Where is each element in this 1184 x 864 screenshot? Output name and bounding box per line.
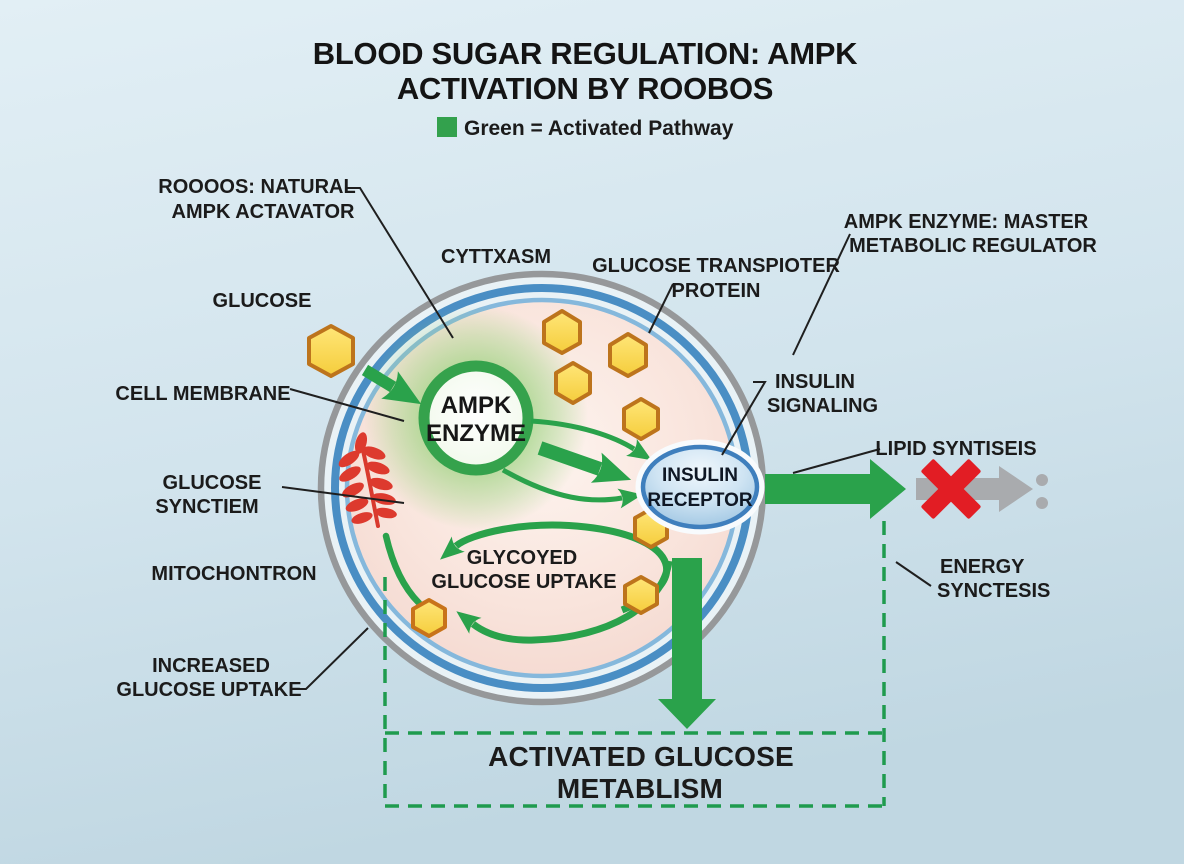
callout-cytoplasm: CYTTXASM <box>441 246 551 268</box>
activated-metabolism-dashed-box <box>383 521 886 808</box>
callout-insulin-signaling-line2: SIGNALING <box>767 395 878 417</box>
callout-glucose: GLUCOSE <box>213 290 312 312</box>
leader-ampk-master <box>792 233 851 356</box>
ampk-enzyme-node <box>418 360 534 476</box>
glucose-molecule-icon <box>542 309 582 355</box>
callout-energy-synthesis-line1: ENERGY <box>940 556 1025 578</box>
leader-lipid-synthesis <box>792 448 881 474</box>
callout-cell-membrane: CELL MEMBRANE <box>115 383 290 405</box>
callout-ampk-master-line1: AMPK ENZYME: MASTER <box>844 211 1089 233</box>
legend-green-swatch-icon <box>437 117 457 137</box>
callout-lipid-synthesis: LIPID SYNTISEIS <box>875 438 1036 460</box>
glucose-molecule-icon <box>554 361 592 405</box>
blocked-gray-arrow <box>916 466 1048 512</box>
gray-dot-icon <box>1036 474 1048 486</box>
callout-energy-synthesis-line2: SYNCTESIS <box>937 580 1050 602</box>
leader-cell-membrane <box>289 388 405 422</box>
ampk-enzyme-label-line1: AMPK <box>441 392 512 419</box>
callout-glucose-synctiem-line2: SYNCTIEM <box>155 496 258 518</box>
ampk-enzyme-label-line2: ENZYME <box>426 420 526 447</box>
callout-roobos-line2: AMPK ACTAVATOR <box>172 201 356 223</box>
callout-increased-uptake-line1: INCREASED <box>152 655 270 677</box>
glucose-molecule-icon <box>623 575 659 615</box>
ampk-to-receptor-arrow-bottom-icon <box>501 467 643 509</box>
leader-roobos <box>346 187 454 339</box>
callout-increased-uptake-line2: GLUCOSE UPTAKE <box>116 679 301 701</box>
legend: Green = Activated Pathway <box>437 117 734 140</box>
page-title-line1: BLOOD SUGAR REGULATION: AMPK <box>313 36 858 71</box>
gray-dot-icon <box>1036 497 1048 509</box>
lipid-pathway-green-arrow-icon <box>765 459 906 519</box>
callout-glucose-transporter-line1: GLUCOSE TRANSPIOTER <box>592 255 840 277</box>
callout-mitochontron: MITOCHONTRON <box>151 563 316 585</box>
leader-lines <box>281 187 932 690</box>
leader-glucose-synctiem <box>281 486 405 504</box>
leader-insulin-signaling <box>721 381 767 456</box>
metabolism-down-arrow-icon <box>658 558 716 729</box>
glucose-uptake-cycle-label-line1: GLYCOYED <box>467 547 577 569</box>
legend-label: Green = Activated Pathway <box>464 117 734 140</box>
glucose-molecule-icon <box>622 397 660 441</box>
insulin-receptor-label-line1: INSULIN <box>662 465 738 486</box>
callout-labels: ROOOOS: NATURAL AMPK ACTAVATOR GLUCOSE C… <box>115 176 1097 701</box>
glucose-molecule-icon <box>608 332 648 378</box>
callout-ampk-master-line2: METABOLIC REGULATOR <box>849 235 1097 257</box>
glucose-molecule-icon <box>307 324 355 378</box>
insulin-receptor-node: INSULIN RECEPTOR <box>635 439 765 535</box>
leader-energy-synthesis <box>895 561 932 587</box>
ampk-to-receptor-arrow-main-icon <box>537 441 632 483</box>
glucose-molecule-icon <box>411 598 447 638</box>
page-title-line2: ACTIVATION BY ROOBOS <box>397 71 773 106</box>
glucose-uptake-cycle-label-line2: GLUCOSE UPTAKE <box>431 571 616 593</box>
roobos-entry-arrow-icon <box>361 364 422 405</box>
callout-roobos-line1: ROOOOS: NATURAL <box>158 176 355 198</box>
ampk-to-receptor-arrow-top-icon <box>530 418 652 461</box>
fern-icon <box>338 432 397 528</box>
callout-glucose-synctiem-line1: GLUCOSE <box>163 472 262 494</box>
callout-insulin-signaling-line1: INSULIN <box>775 371 855 393</box>
leader-increased-uptake <box>294 627 369 690</box>
leader-glucose-transporter <box>648 283 674 334</box>
insulin-receptor-label-line2: RECEPTOR <box>647 490 753 511</box>
activated-metabolism-label-line2: METABLISM <box>557 773 723 804</box>
gray-arrow-icon <box>916 466 1033 512</box>
cycle-arc-left-icon <box>382 532 423 607</box>
activation-arrows <box>361 364 652 509</box>
callout-glucose-transporter-line2: PROTEIN <box>672 280 761 302</box>
activated-metabolism-label-line1: ACTIVATED GLUCOSE <box>488 741 794 772</box>
blocked-x-icon <box>921 459 981 519</box>
